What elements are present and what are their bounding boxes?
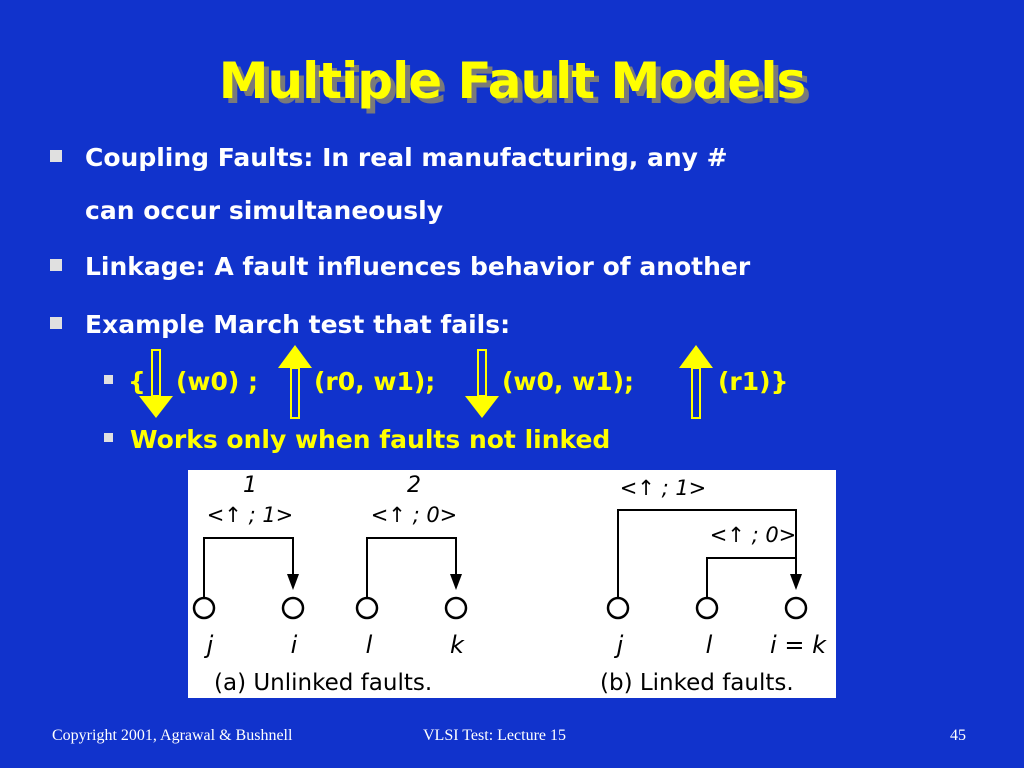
cell-label: i = k bbox=[770, 631, 827, 659]
cell-label: j bbox=[614, 631, 624, 659]
down-arrow-icon bbox=[465, 349, 499, 418]
cell-label: l bbox=[706, 631, 713, 659]
fault-label: <↑ ; 0> bbox=[371, 503, 458, 527]
fault-linkage-figure: 1 <↑ ; 1> 2 <↑ ; 0> <↑ ; 1> <↑ ; 0> j i … bbox=[188, 470, 836, 698]
cell-node-icon bbox=[606, 596, 630, 620]
footer-copyright: Copyright 2001, Agrawal & Bushnell bbox=[52, 727, 293, 744]
figure-caption-b: (b) Linked faults. bbox=[600, 670, 794, 696]
fault-label: <↑ ; 1> bbox=[620, 476, 707, 500]
march-open-brace: { bbox=[128, 367, 146, 396]
march-element-4: (r1)} bbox=[718, 367, 789, 396]
bullet-marker bbox=[50, 150, 62, 162]
cell-label: l bbox=[366, 631, 373, 659]
fault-number: 1 bbox=[243, 473, 257, 498]
bullet-marker bbox=[50, 259, 62, 271]
slide-title: Multiple Fault Models bbox=[218, 52, 807, 110]
bullet-1-line-2: can occur simultaneously bbox=[85, 196, 443, 225]
march-element-3: (w0, w1); bbox=[502, 367, 635, 396]
cell-node-icon bbox=[444, 596, 468, 620]
bullet-1-line-1: Coupling Faults: In real manufacturing, … bbox=[85, 143, 728, 172]
up-arrow-icon bbox=[278, 345, 312, 419]
sub-bullet-marker bbox=[104, 433, 113, 442]
arrow-head-icon bbox=[450, 574, 462, 590]
footer-course: VLSI Test: Lecture 15 bbox=[423, 727, 566, 744]
cell-node-icon bbox=[355, 596, 379, 620]
sub-bullet-marker bbox=[104, 375, 113, 384]
cell-node-icon bbox=[192, 596, 216, 620]
footer-page-number: 45 bbox=[950, 727, 966, 744]
march-element-2: (r0, w1); bbox=[314, 367, 436, 396]
arrow-head-icon bbox=[287, 574, 299, 590]
arrow-head-icon bbox=[790, 574, 802, 590]
fault-number: 2 bbox=[407, 473, 421, 498]
cell-label: j bbox=[204, 631, 214, 659]
fault-label: <↑ ; 1> bbox=[207, 503, 294, 527]
bullet-2-text: Linkage: A fault influences behavior of … bbox=[85, 252, 751, 281]
march-test-sequence: { (w0) ; (r0, w1); (w0, w1); (r1)} bbox=[0, 367, 1024, 397]
cell-label: i bbox=[291, 631, 298, 659]
bullet-marker bbox=[50, 317, 62, 329]
figure-caption-a: (a) Unlinked faults. bbox=[214, 670, 432, 696]
fault-label: <↑ ; 0> bbox=[710, 523, 797, 547]
march-element-1: (w0) ; bbox=[176, 367, 259, 396]
sub-bullet-2-text: Works only when faults not linked bbox=[130, 425, 611, 454]
cell-node-icon bbox=[695, 596, 719, 620]
updown-arrow-icon bbox=[139, 349, 173, 418]
up-arrow-icon bbox=[679, 345, 713, 419]
cell-node-icon bbox=[784, 596, 808, 620]
bullet-3-text: Example March test that fails: bbox=[85, 310, 511, 339]
cell-label: k bbox=[450, 631, 465, 659]
cell-node-icon bbox=[281, 596, 305, 620]
